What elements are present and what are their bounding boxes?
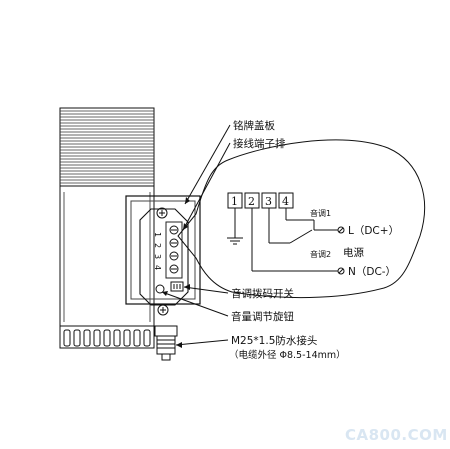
grille-slot	[93, 329, 101, 347]
tone-dip-switch-label: 音调拨码开关	[231, 287, 294, 300]
cable-diameter-label: （电缆外径 Φ8.5-14mm）	[229, 349, 346, 361]
l-dc-plus-label: L（DC+）	[348, 225, 399, 237]
n-terminal-icon	[337, 267, 345, 275]
bottom-grille	[59, 326, 155, 349]
screw-bottom	[157, 304, 169, 316]
terminal-screw-icon	[169, 251, 179, 261]
tone1-label: 音调1	[310, 208, 331, 218]
grille-slot	[63, 329, 71, 347]
grille-slot	[133, 329, 141, 347]
terminal-number-4: 4	[282, 195, 289, 208]
internal-number-2: 2	[153, 243, 162, 248]
terminal-block-label: 接线端子排	[233, 137, 286, 150]
grille-slot	[123, 329, 131, 347]
ribbed-top	[59, 107, 155, 187]
terminal-number-3: 3	[265, 195, 272, 208]
terminal-screw-icon	[169, 225, 179, 235]
cable-gland-label: M25*1.5防水接头	[231, 334, 317, 347]
internal-number-3: 3	[153, 254, 162, 259]
terminal-block	[165, 221, 183, 279]
cable-gland	[154, 325, 178, 361]
l-terminal-icon	[337, 226, 345, 234]
internal-number-4: 4	[153, 265, 162, 270]
watermark: CA800.COM	[345, 426, 448, 444]
wiring-lines	[227, 208, 345, 275]
grille-slot	[113, 329, 121, 347]
grille-slot	[103, 329, 111, 347]
nameplate-cover-label: 铭牌盖板	[233, 119, 275, 132]
ground-icon	[227, 237, 243, 245]
grille-slot	[73, 329, 81, 347]
volume-knob-icon	[155, 284, 165, 294]
tone2-label: 音调2	[310, 249, 331, 259]
terminal-screw-icon	[169, 264, 179, 274]
n-dc-minus-label: N（DC-）	[348, 266, 396, 278]
device-illustration	[59, 107, 201, 361]
power-label: 电源	[343, 246, 364, 259]
grille-slot	[143, 329, 151, 347]
callout-arrowheads	[162, 197, 190, 348]
terminal-screw-icon	[169, 238, 179, 248]
terminal-number-1: 1	[231, 195, 238, 208]
main-housing	[59, 185, 155, 327]
volume-knob-label: 音量调节旋钮	[231, 310, 294, 323]
callout-leaders	[161, 124, 231, 346]
internal-number-1: 1	[153, 232, 162, 237]
terminal-number-2: 2	[248, 195, 255, 208]
terminal-strip	[227, 192, 294, 209]
zoom-callout-outline	[177, 139, 426, 299]
junction-box	[125, 195, 201, 305]
grille-slot	[83, 329, 91, 347]
internal-terminal-numbers: 1 2 3 4	[153, 232, 162, 270]
screw-top	[156, 207, 168, 219]
